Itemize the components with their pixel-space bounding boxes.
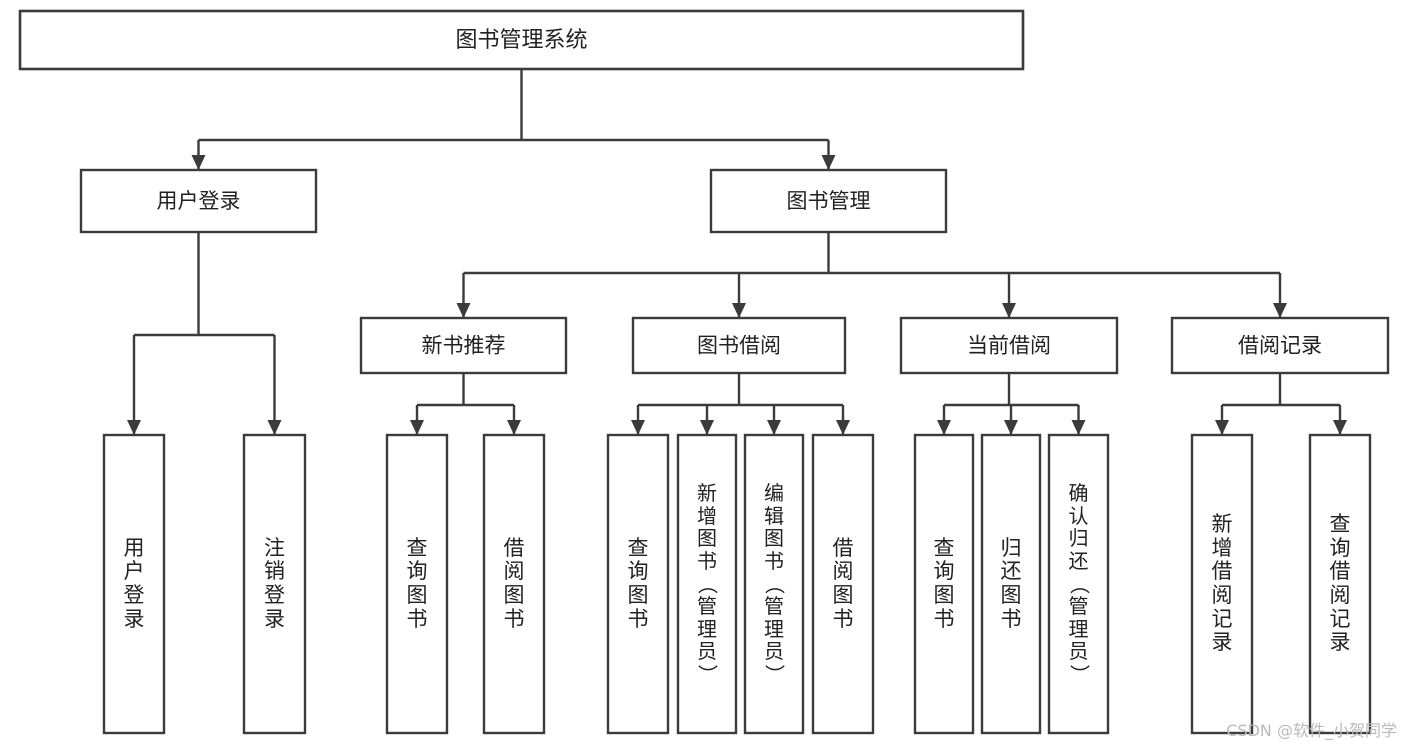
leaf-node-1-2-1-box[interactable]	[980, 433, 1042, 735]
level3-connector-1-1-arrow-0	[631, 420, 645, 435]
leaf-node-1-3-0[interactable]	[1190, 433, 1254, 735]
level2-connector-1-arrow-2	[1002, 303, 1016, 318]
level2-connector-1-arrow-1	[732, 303, 746, 318]
level3-node-1-1[interactable]: 图书借阅	[631, 316, 847, 375]
level3-connector-1-3-arrow-0	[1215, 420, 1229, 435]
leaf-node-1-3-1-box[interactable]	[1308, 433, 1372, 735]
level2-node-0[interactable]: 用户登录	[79, 168, 318, 234]
leaf-node-1-2-2[interactable]	[1047, 433, 1110, 735]
connector-layer	[127, 69, 1347, 435]
level2-node-0-box[interactable]	[79, 168, 318, 234]
leaf-node-1-3-0-box[interactable]	[1190, 433, 1254, 735]
level3-node-1-2-box[interactable]	[899, 316, 1119, 375]
leaf-node-1-2-0-box[interactable]	[913, 433, 975, 735]
leaf-node-1-1-3-box[interactable]	[811, 433, 875, 735]
level3-connector-1-0-arrow-0	[410, 420, 424, 435]
level3-node-1-3-label: 借阅记录	[1238, 334, 1322, 358]
level3-connector-1-1-arrow-3	[836, 420, 850, 435]
leaf-node-0-1-box[interactable]	[242, 433, 307, 735]
leaf-node-0-1[interactable]	[242, 433, 307, 735]
level3-connector-1-0-arrow-1	[507, 420, 521, 435]
level3-connector-1-2-arrow-2	[1071, 420, 1086, 435]
level3-node-1-1-box[interactable]	[631, 316, 847, 375]
leaf-node-1-2-1[interactable]	[980, 433, 1042, 735]
level3-node-1-2[interactable]: 当前借阅	[899, 316, 1119, 375]
leaf-node-1-0-0-box[interactable]	[385, 433, 449, 735]
level3-node-1-2-label: 当前借阅	[967, 334, 1051, 358]
level3-node-1-1-label: 图书借阅	[697, 334, 781, 358]
level3-connector-1-2-arrow-0	[937, 420, 951, 435]
level2-connector-0-arrow-0	[127, 420, 141, 435]
level3-node-1-3-box[interactable]	[1170, 316, 1390, 375]
leaf-node-1-0-1[interactable]	[482, 433, 546, 735]
root-node-label: 图书管理系统	[455, 28, 587, 53]
leaf-node-1-1-2-box[interactable]	[743, 433, 805, 735]
leaf-node-0-0[interactable]	[102, 433, 166, 735]
root-connector-arrow-0	[191, 155, 206, 170]
level3-connector-1-3-arrow-1	[1333, 420, 1347, 435]
level2-node-0-label: 用户登录	[157, 189, 241, 213]
level2-connector-1-arrow-3	[1273, 303, 1287, 318]
level3-node-1-0-label: 新书推荐	[422, 334, 506, 358]
root-connector-arrow-1	[821, 155, 836, 170]
root-node-box[interactable]	[18, 9, 1025, 71]
leaf-node-1-1-3[interactable]	[811, 433, 875, 735]
level2-node-1-box[interactable]	[709, 168, 948, 234]
level2-node-1-label: 图书管理	[787, 189, 871, 213]
leaf-node-0-0-box[interactable]	[102, 433, 166, 735]
leaf-node-1-0-0[interactable]	[385, 433, 449, 735]
root-node[interactable]: 图书管理系统	[18, 9, 1025, 71]
level3-connector-1-1-arrow-1	[700, 420, 714, 435]
leaf-node-1-3-1[interactable]	[1308, 433, 1372, 735]
leaf-node-1-1-0-box[interactable]	[606, 433, 670, 735]
leaf-node-1-1-1[interactable]	[676, 433, 738, 735]
level3-node-1-0[interactable]: 新书推荐	[359, 316, 568, 375]
level2-connector-0-arrow-1	[267, 420, 282, 435]
level3-connector-1-1-arrow-2	[767, 420, 781, 435]
leaf-node-1-2-2-box[interactable]	[1047, 433, 1110, 735]
level2-connector-1-arrow-0	[456, 303, 471, 318]
leaf-node-1-1-1-box[interactable]	[676, 433, 738, 735]
leaf-node-1-0-1-box[interactable]	[482, 433, 546, 735]
leaf-node-1-1-0[interactable]	[606, 433, 670, 735]
level3-connector-1-2-arrow-1	[1004, 420, 1018, 435]
leaf-node-1-1-2[interactable]	[743, 433, 805, 735]
level3-node-1-3[interactable]: 借阅记录	[1170, 316, 1390, 375]
leaf-node-1-2-0[interactable]	[913, 433, 975, 735]
level2-node-1[interactable]: 图书管理	[709, 168, 948, 234]
level3-node-1-0-box[interactable]	[359, 316, 568, 375]
